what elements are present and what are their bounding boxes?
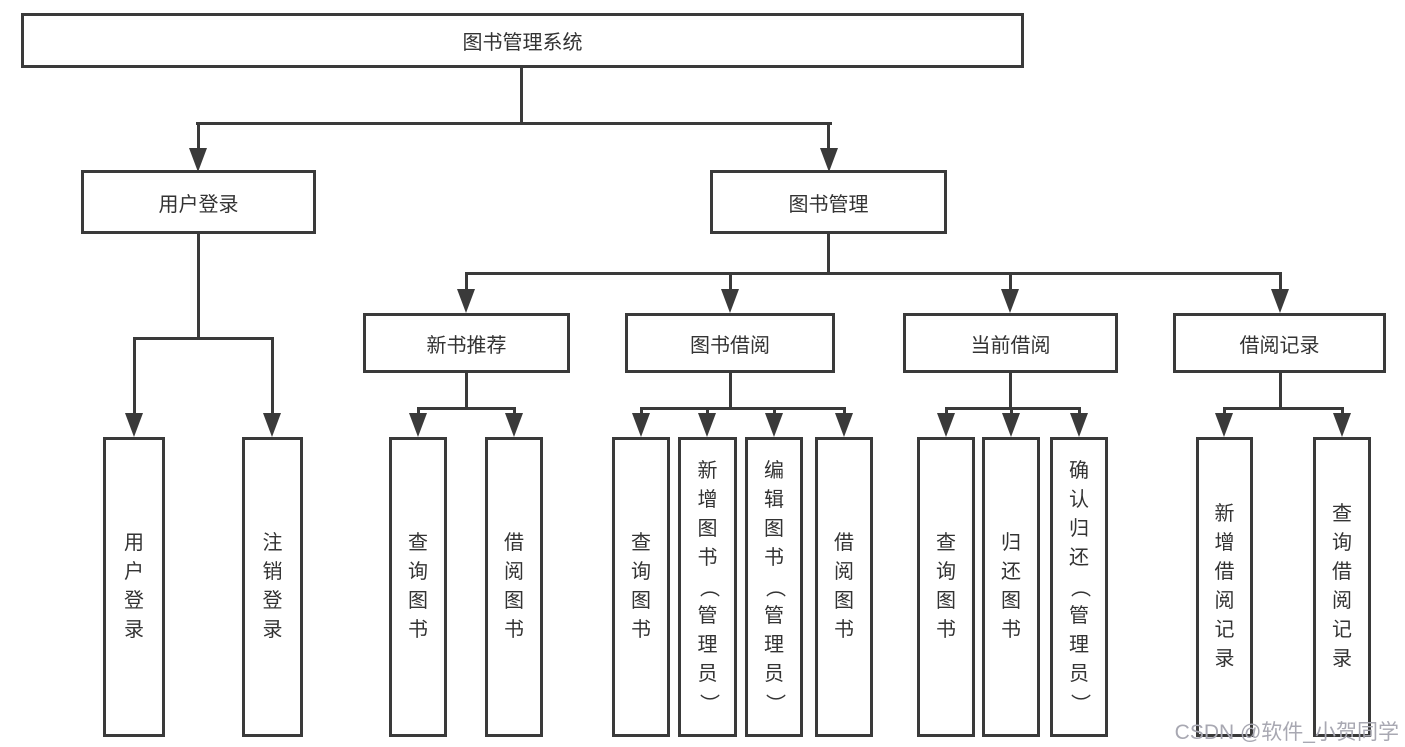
node-label: 查询借阅记录 bbox=[1332, 503, 1352, 670]
leaf-confirm-return-admin: 确认归还（管理员） bbox=[1050, 437, 1108, 737]
node-label: 查询图书 bbox=[631, 532, 651, 641]
arrowhead-new-book-recommend bbox=[457, 289, 475, 313]
edge-root-stem bbox=[520, 68, 523, 122]
node-label: 编辑图书（管理员） bbox=[763, 459, 786, 714]
node-book-management: 图书管理 bbox=[710, 170, 947, 234]
node-label: 用户登录 bbox=[158, 193, 239, 216]
edge-drop bbox=[706, 407, 709, 415]
edge-level2-bar bbox=[196, 122, 832, 125]
node-label: 当前借阅 bbox=[970, 334, 1051, 357]
node-label: 新增借阅记录 bbox=[1214, 503, 1235, 670]
edge-records-bar bbox=[1223, 407, 1344, 410]
leaf-query-books-recommend: 查询图书 bbox=[389, 437, 447, 737]
arrowhead-user-login bbox=[189, 148, 207, 172]
arrowhead-leaf bbox=[698, 413, 716, 437]
arrowhead-leaf bbox=[1070, 413, 1088, 437]
leaf-logout: 注销登录 bbox=[242, 437, 303, 737]
node-label: 查询图书 bbox=[936, 532, 956, 641]
arrowhead-leaf bbox=[1002, 413, 1020, 437]
edge-drop bbox=[1341, 407, 1344, 415]
edge-drop-book-management bbox=[827, 122, 830, 150]
edge-drop-book-borrowing bbox=[729, 272, 732, 291]
edge-current-bar bbox=[945, 407, 1081, 410]
edge-drop bbox=[773, 407, 776, 415]
node-label: 归还图书 bbox=[1001, 532, 1021, 641]
node-borrowing-records: 借阅记录 bbox=[1173, 313, 1386, 373]
leaf-borrow-books-recommend: 借阅图书 bbox=[485, 437, 543, 737]
edge-drop-borrowing-records bbox=[1279, 272, 1282, 291]
arrowhead-leaf-user-login bbox=[125, 413, 143, 437]
edge-book-management-stem bbox=[827, 233, 830, 274]
edge-current-stem bbox=[1009, 373, 1012, 409]
arrowhead-leaf bbox=[937, 413, 955, 437]
node-label: 图书借阅 bbox=[690, 334, 770, 357]
edge-recommend-stem bbox=[465, 373, 468, 409]
arrowhead-leaf bbox=[632, 413, 650, 437]
node-label: 借阅记录 bbox=[1239, 334, 1320, 357]
leaf-edit-books-admin: 编辑图书（管理员） bbox=[745, 437, 803, 737]
node-label: 借阅图书 bbox=[834, 532, 854, 641]
edge-drop-leaf-logout bbox=[271, 337, 274, 415]
arrowhead-leaf bbox=[505, 413, 523, 437]
arrowhead-leaf bbox=[1215, 413, 1233, 437]
edge-records-stem bbox=[1279, 373, 1282, 409]
arrowhead-book-management bbox=[820, 148, 838, 172]
leaf-query-borrow-record: 查询借阅记录 bbox=[1313, 437, 1371, 737]
edge-drop bbox=[417, 407, 420, 415]
edge-drop bbox=[1223, 407, 1226, 415]
edge-drop bbox=[945, 407, 948, 415]
node-label: 图书管理 bbox=[788, 193, 869, 216]
node-new-book-recommend: 新书推荐 bbox=[363, 313, 570, 373]
node-label: 确认归还（管理员） bbox=[1068, 459, 1091, 714]
node-label: 新增图书（管理员） bbox=[697, 459, 719, 714]
edge-borrowing-stem bbox=[729, 373, 732, 409]
leaf-return-books: 归还图书 bbox=[982, 437, 1040, 737]
edge-user-login-stem bbox=[197, 233, 200, 337]
node-library-management-system: 图书管理系统 bbox=[21, 13, 1024, 68]
leaf-borrow-books-borrowing: 借阅图书 bbox=[815, 437, 873, 737]
arrowhead-leaf-logout bbox=[263, 413, 281, 437]
arrowhead-borrowing-records bbox=[1271, 289, 1289, 313]
edge-drop-new-book-recommend bbox=[465, 272, 468, 291]
edge-drop-user-login bbox=[197, 122, 200, 150]
node-user-login: 用户登录 bbox=[81, 170, 316, 234]
arrowhead-leaf bbox=[409, 413, 427, 437]
node-book-borrowing: 图书借阅 bbox=[625, 313, 835, 373]
edge-drop bbox=[843, 407, 846, 415]
arrowhead-leaf bbox=[1333, 413, 1351, 437]
edge-drop-current-borrowing bbox=[1009, 272, 1012, 291]
edge-drop bbox=[1078, 407, 1081, 415]
edge-level3-bar bbox=[465, 272, 1282, 275]
leaf-query-books-current: 查询图书 bbox=[917, 437, 975, 737]
node-current-borrowing: 当前借阅 bbox=[903, 313, 1118, 373]
edge-drop bbox=[640, 407, 643, 415]
edge-recommend-bar bbox=[417, 407, 516, 410]
edge-user-login-bar bbox=[133, 337, 274, 340]
csdn-watermark: CSDN @软件_小贺同学 bbox=[1174, 721, 1399, 744]
leaf-add-books-admin: 新增图书（管理员） bbox=[678, 437, 737, 737]
node-label: 查询图书 bbox=[408, 532, 428, 641]
edge-drop bbox=[513, 407, 516, 415]
edge-borrowing-bar bbox=[640, 407, 846, 410]
leaf-add-borrow-record: 新增借阅记录 bbox=[1196, 437, 1253, 737]
arrowhead-leaf bbox=[835, 413, 853, 437]
leaf-user-login: 用户登录 bbox=[103, 437, 165, 737]
arrowhead-leaf bbox=[765, 413, 783, 437]
leaf-query-books-borrowing: 查询图书 bbox=[612, 437, 670, 737]
node-label: 借阅图书 bbox=[504, 532, 524, 641]
edge-drop bbox=[1010, 407, 1013, 415]
node-label: 新书推荐 bbox=[426, 334, 507, 357]
arrowhead-book-borrowing bbox=[721, 289, 739, 313]
arrowhead-current-borrowing bbox=[1001, 289, 1019, 313]
node-label: 用户登录 bbox=[124, 532, 144, 641]
edge-drop-leaf-user-login bbox=[133, 337, 136, 415]
node-label: 图书管理系统 bbox=[462, 32, 583, 54]
node-label: 注销登录 bbox=[262, 532, 283, 641]
